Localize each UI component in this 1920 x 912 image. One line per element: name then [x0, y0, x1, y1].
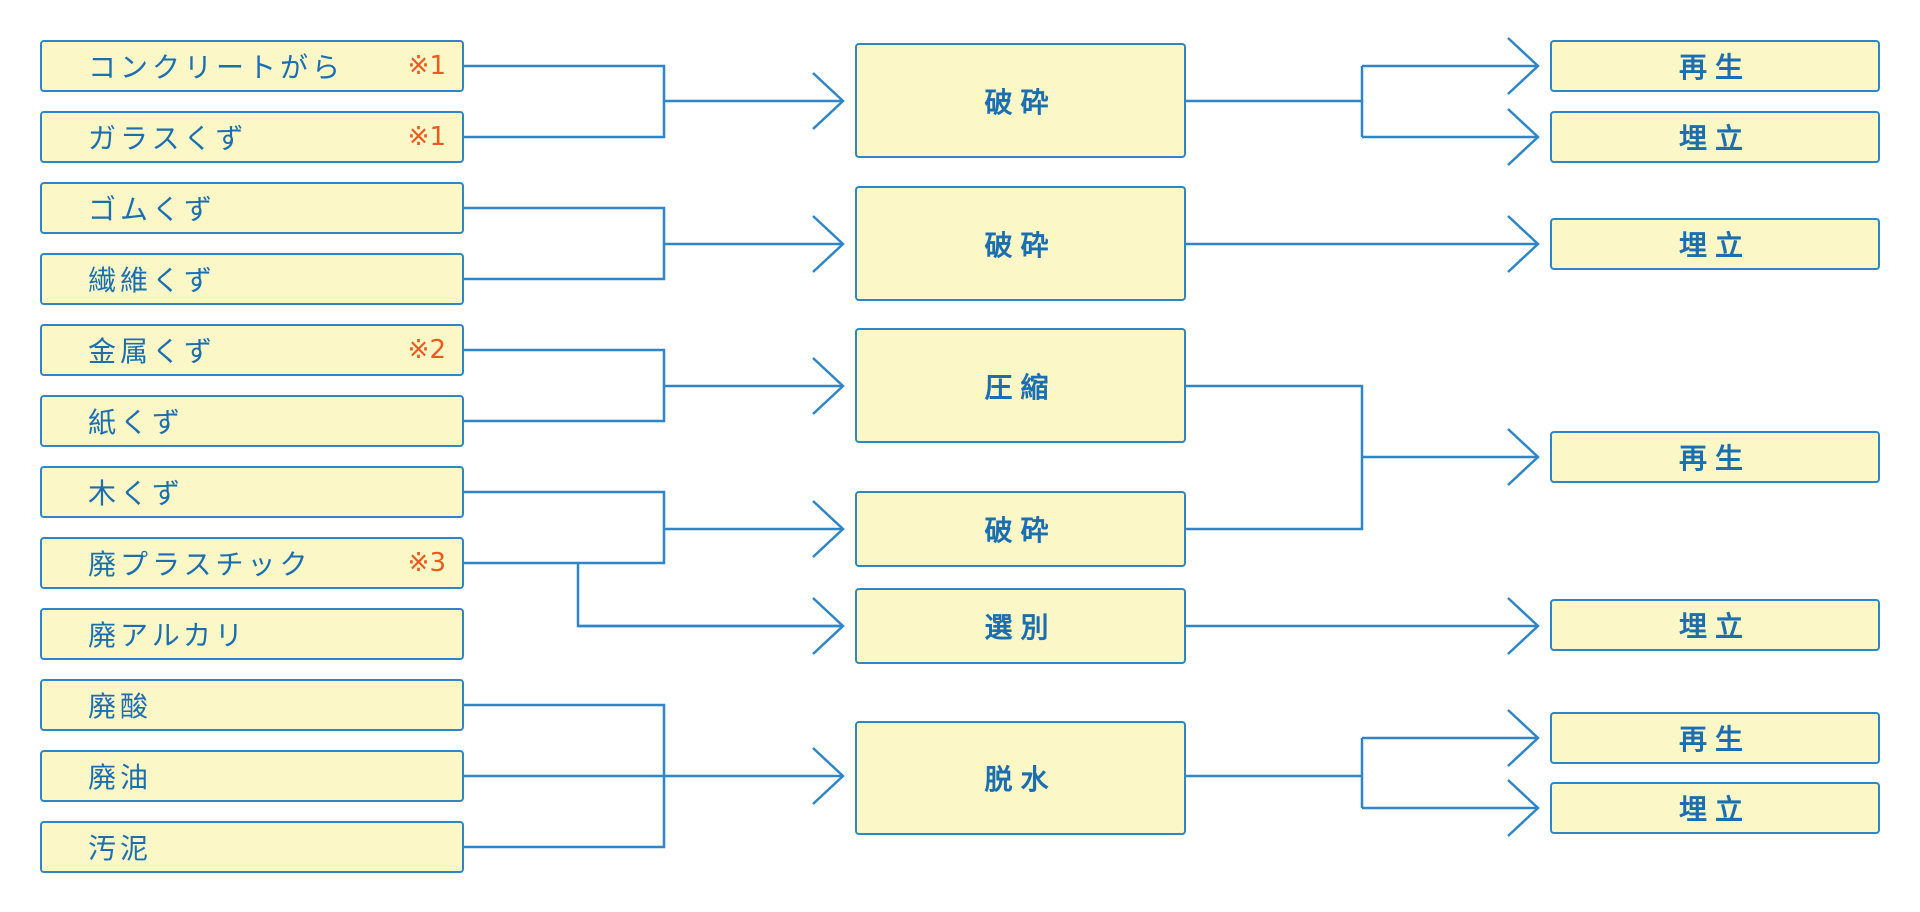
waste-note: ※3	[407, 548, 446, 578]
result-box-recycle-1: 再生	[1550, 40, 1880, 92]
waste-label: 廃酸	[88, 690, 153, 723]
arrowhead-icon	[812, 215, 845, 273]
waste-note: ※1	[407, 122, 446, 152]
process-label: 破砕	[984, 85, 1057, 119]
arrowhead-icon	[1507, 37, 1540, 95]
waste-box-fiber: 繊維くず	[40, 253, 464, 305]
waste-label: 金属くず	[88, 335, 217, 368]
arrowhead-icon	[812, 72, 845, 130]
process-box-compress: 圧縮	[855, 328, 1186, 443]
result-label: 再生	[1678, 51, 1751, 84]
merge-line	[464, 206, 666, 281]
result-label: 再生	[1678, 723, 1751, 756]
waste-label: 汚泥	[88, 832, 153, 865]
waste-box-wood: 木くず	[40, 466, 464, 518]
process-label: 圧縮	[984, 370, 1057, 404]
result-label: 埋立	[1678, 610, 1751, 643]
waste-box-alkali: 廃アルカリ	[40, 608, 464, 660]
process-box-crush-3: 破砕	[855, 491, 1186, 567]
waste-label: コンクリートがら	[88, 51, 345, 84]
waste-label: ゴムくず	[88, 193, 217, 226]
merge-line	[464, 490, 666, 565]
waste-label: 廃プラスチック	[88, 548, 312, 581]
arrowhead-icon	[1507, 597, 1540, 655]
merge-line	[464, 64, 666, 139]
process-label: 脱水	[984, 763, 1057, 796]
process-box-dewater: 脱水	[855, 721, 1186, 835]
process-label: 破砕	[984, 228, 1057, 262]
process-label: 破砕	[984, 514, 1057, 547]
result-label: 埋立	[1678, 793, 1751, 826]
result-box-landfill-2: 埋立	[1550, 218, 1880, 270]
result-box-landfill-4: 埋立	[1550, 782, 1880, 834]
waste-box-plastic: 廃プラスチック ※3	[40, 537, 464, 589]
waste-label: 木くず	[88, 477, 185, 510]
process-label: 選別	[984, 611, 1057, 644]
waste-box-rubber: ゴムくず	[40, 182, 464, 234]
result-box-landfill-1: 埋立	[1550, 111, 1880, 163]
waste-label: 繊維くず	[88, 264, 217, 297]
waste-box-glass: ガラスくず ※1	[40, 111, 464, 163]
waste-box-metal: 金属くず ※2	[40, 324, 464, 376]
arrowhead-icon	[812, 357, 845, 415]
result-label: 埋立	[1678, 122, 1751, 155]
merge-line	[464, 348, 666, 423]
result-box-recycle-3: 再生	[1550, 712, 1880, 764]
waste-note: ※2	[407, 335, 446, 365]
waste-box-concrete: コンクリートがら ※1	[40, 40, 464, 92]
arrowhead-icon	[812, 500, 845, 558]
result-label: 再生	[1678, 442, 1751, 475]
arrowhead-icon	[812, 747, 845, 805]
branch-line	[576, 563, 843, 628]
process-box-crush-1: 破砕	[855, 43, 1186, 158]
arrowhead-icon	[1507, 215, 1540, 273]
waste-box-paper: 紙くず	[40, 395, 464, 447]
arrowhead-icon	[1507, 428, 1540, 486]
waste-label: 紙くず	[88, 406, 185, 439]
result-box-recycle-2: 再生	[1550, 431, 1880, 483]
merge-line	[1186, 384, 1364, 531]
waste-label: 廃油	[88, 761, 153, 794]
waste-label: ガラスくず	[88, 122, 248, 155]
result-label: 埋立	[1678, 229, 1751, 262]
waste-note: ※1	[407, 51, 446, 81]
result-box-landfill-3: 埋立	[1550, 599, 1880, 651]
waste-box-sludge: 汚泥	[40, 821, 464, 873]
arrowhead-icon	[1507, 108, 1540, 166]
process-box-crush-2: 破砕	[855, 186, 1186, 301]
arrowhead-icon	[1507, 779, 1540, 837]
arrowhead-icon	[1507, 709, 1540, 767]
arrowhead-icon	[812, 597, 845, 655]
waste-label: 廃アルカリ	[88, 619, 247, 652]
waste-box-acid: 廃酸	[40, 679, 464, 731]
process-box-sort: 選別	[855, 588, 1186, 664]
waste-box-oil: 廃油	[40, 750, 464, 802]
